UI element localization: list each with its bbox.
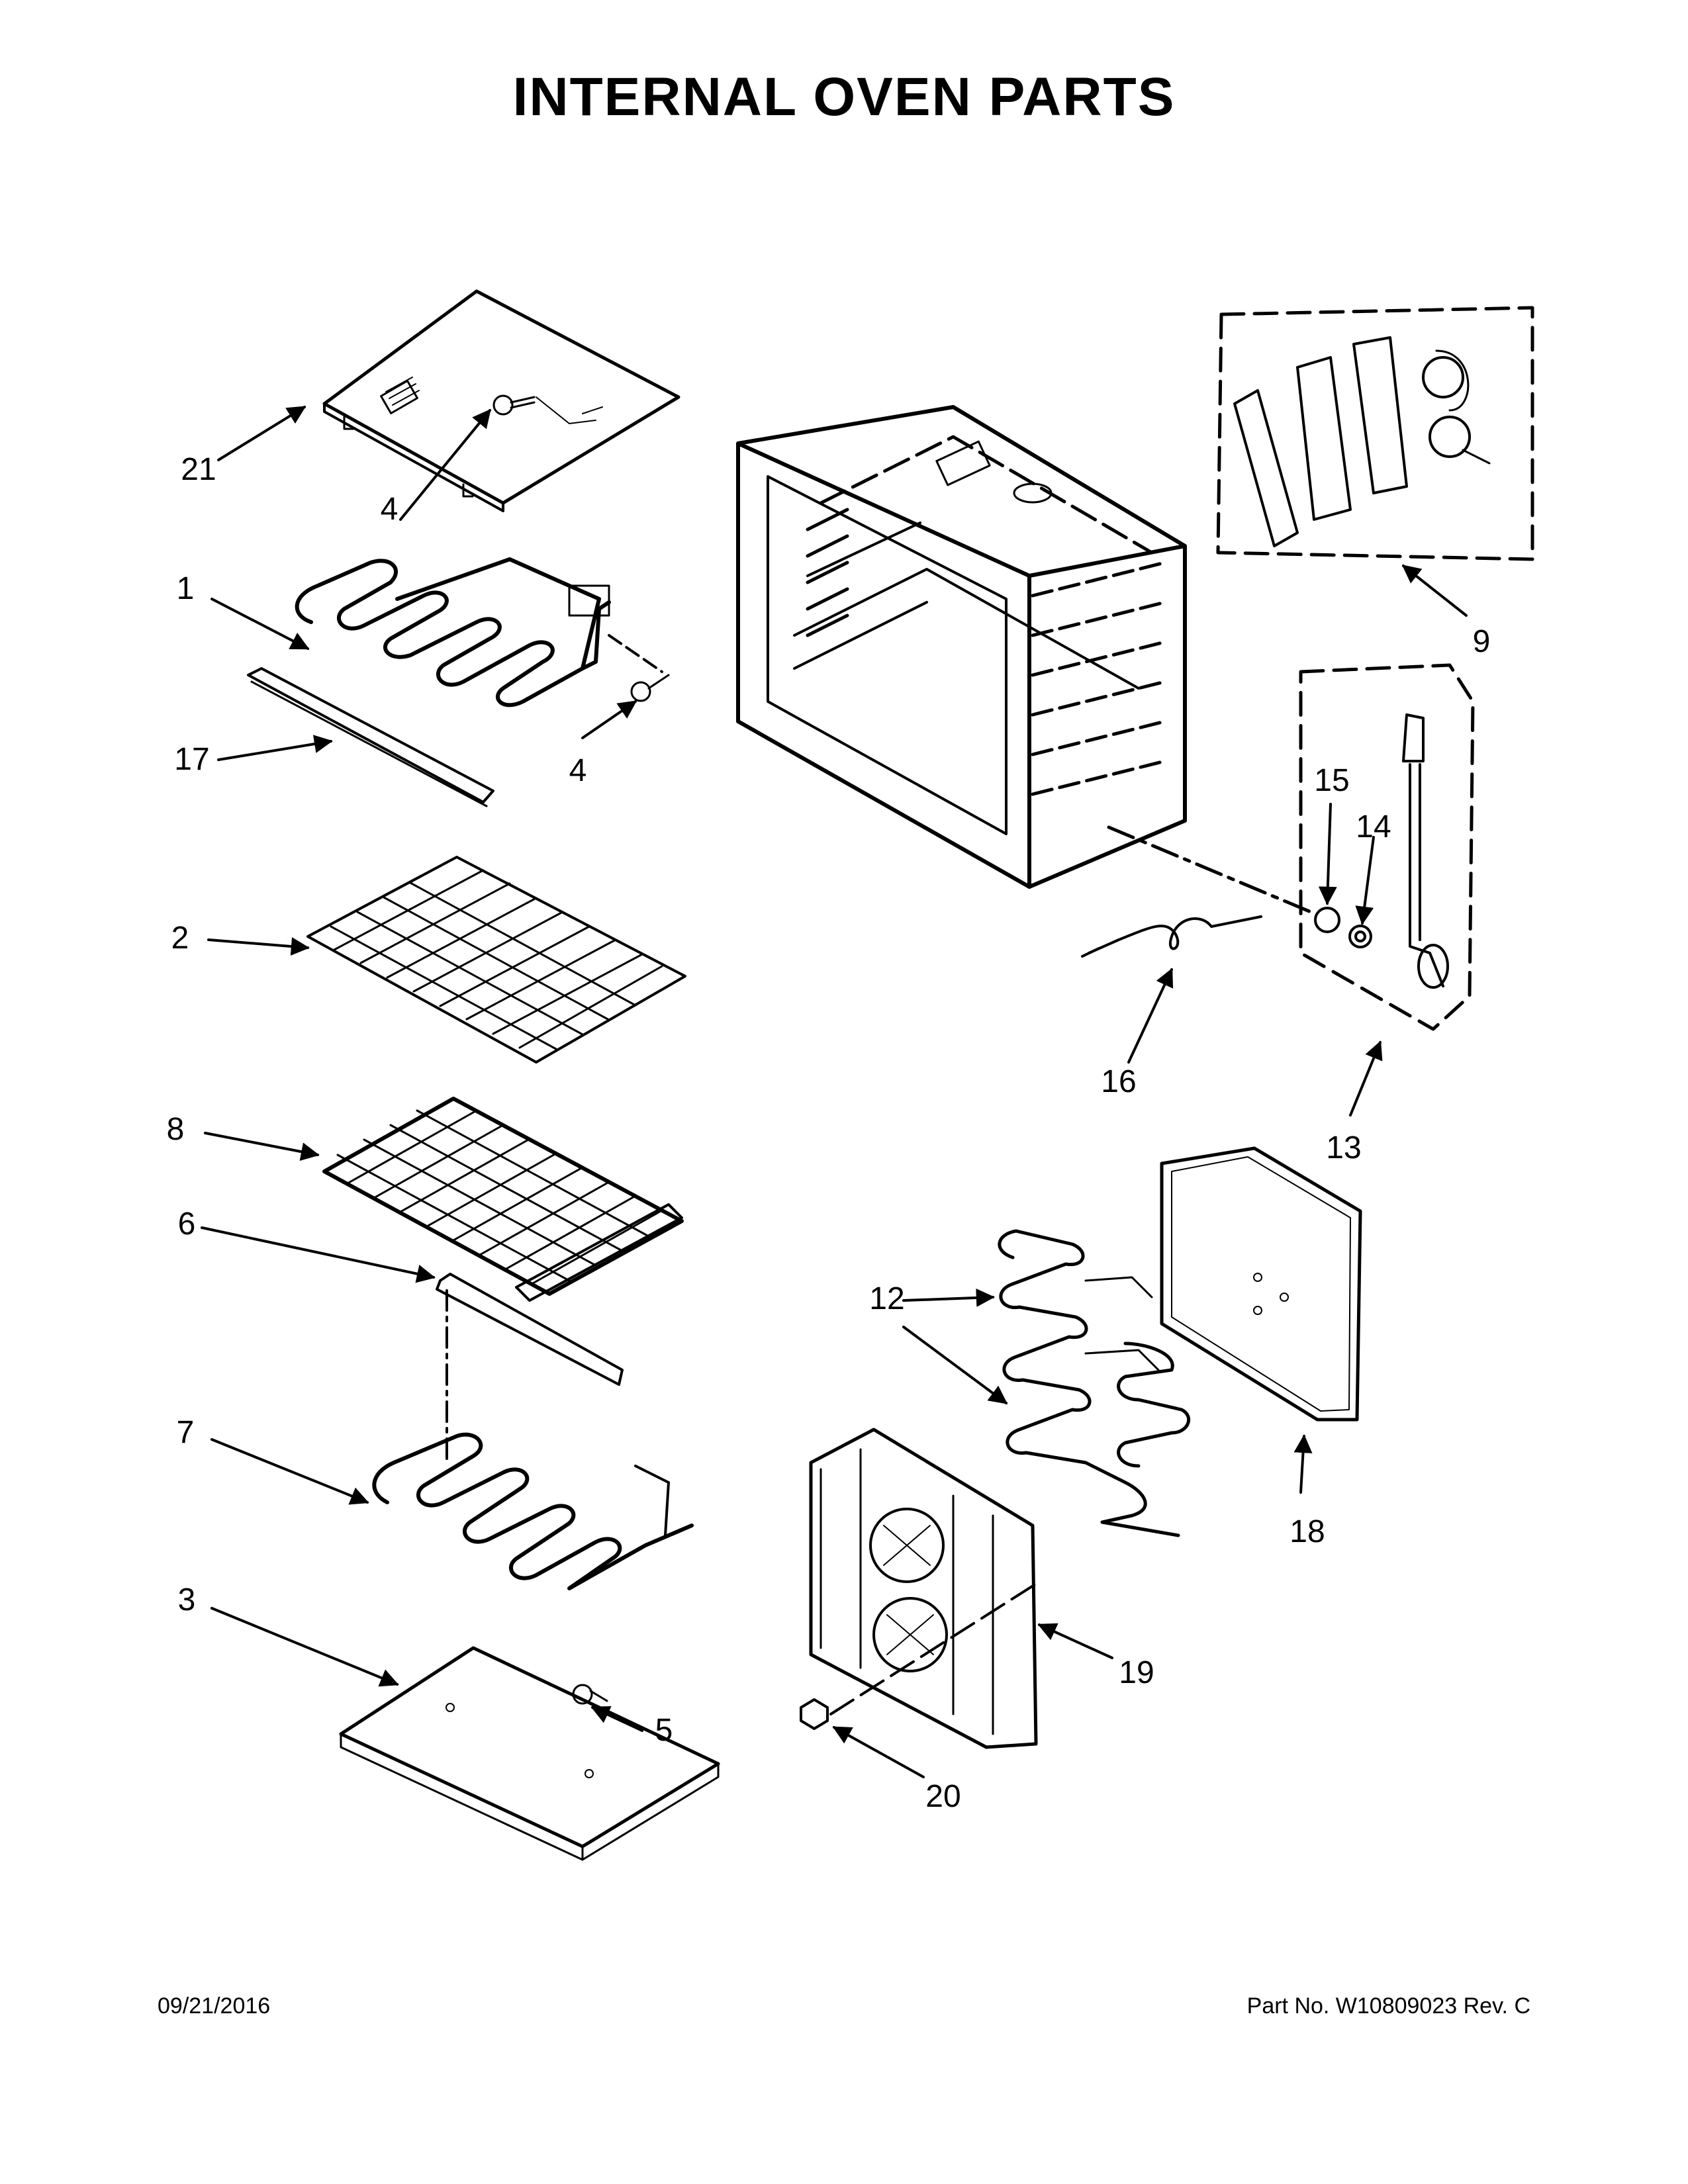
- oven-cavity: [736, 405, 1187, 889]
- callout-15: 15: [1314, 763, 1350, 798]
- callout-8: 8: [166, 1112, 185, 1147]
- callout-1: 1: [176, 571, 195, 606]
- callout-9: 9: [1472, 624, 1491, 659]
- part-12-convection-element: [998, 1229, 1191, 1537]
- callout-16: 16: [1101, 1064, 1137, 1099]
- callout-12: 12: [869, 1281, 905, 1316]
- callout-18: 18: [1289, 1514, 1325, 1549]
- part-20-screw: [800, 1580, 1041, 1730]
- callout-19: 19: [1119, 1655, 1154, 1690]
- callout-4-bottom: 4: [569, 753, 587, 788]
- part-4-screws: [492, 394, 670, 702]
- callout-2: 2: [171, 921, 189, 956]
- part-2-oven-rack: [306, 856, 686, 1064]
- footer-date: 09/21/2016: [158, 1993, 271, 2019]
- callout-7: 7: [176, 1415, 195, 1450]
- part-9-control-assembly: [1216, 306, 1534, 561]
- page-title: INTERNAL OVEN PARTS: [512, 67, 1176, 127]
- callout-6: 6: [177, 1206, 196, 1242]
- callout-20: 20: [925, 1779, 961, 1814]
- part-6-strip: [436, 1273, 624, 1464]
- probe-leader-dash: [1107, 825, 1316, 915]
- leader-lines: [201, 406, 1468, 1778]
- part-21-top-panel: [322, 289, 680, 512]
- callout-5: 5: [655, 1713, 673, 1748]
- part-8-glide-rack: [322, 1097, 684, 1302]
- part-18-back-panel: [1160, 1146, 1362, 1422]
- part-14-washer: [1348, 925, 1372, 948]
- part-3-bottom-panel: [339, 1646, 720, 1861]
- part-13-sensor-assembly: [1299, 663, 1475, 1031]
- callout-17: 17: [174, 742, 210, 777]
- part-5-screw: [572, 1684, 608, 1705]
- callout-4-top: 4: [380, 492, 399, 527]
- part-19-fan-cover: [809, 1428, 1038, 1749]
- part-1-upper-element: [295, 557, 611, 707]
- callout-14: 14: [1356, 809, 1391, 844]
- part-17-strip: [247, 667, 494, 807]
- callout-3: 3: [177, 1582, 196, 1617]
- part-16-probe: [1081, 915, 1262, 958]
- callout-13: 13: [1326, 1130, 1362, 1165]
- part-15-nut: [1314, 907, 1340, 933]
- footer-part-number: Part No. W10809023 Rev. C: [1246, 1993, 1530, 2019]
- part-7-lower-element: [372, 1432, 694, 1590]
- callout-21: 21: [181, 452, 216, 487]
